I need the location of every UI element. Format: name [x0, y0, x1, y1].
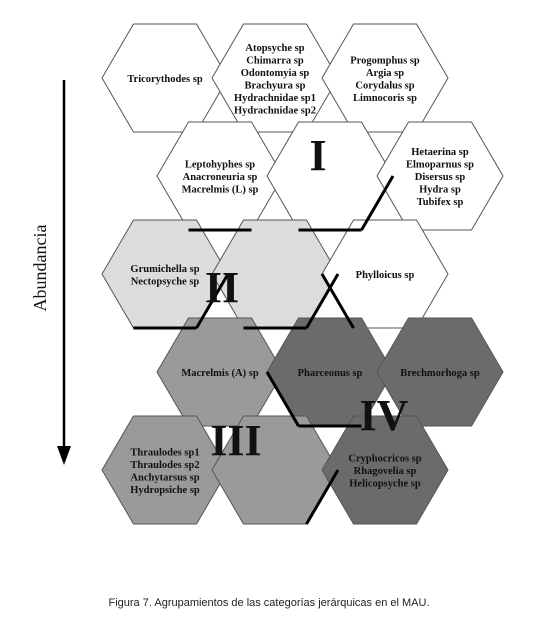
axis-arrow-head: [57, 446, 71, 465]
group-label-4: IV: [360, 391, 409, 440]
taxon-label: Nectopsyche sp: [131, 276, 200, 287]
taxon-label: Chimarra sp: [246, 55, 304, 66]
taxon-label: Hydrachnidae sp2: [234, 105, 316, 116]
taxon-label: Cryphocricos sp: [348, 454, 421, 465]
taxon-label: Macrelmis (L) sp: [182, 185, 259, 196]
taxon-label: Pharceonus sp: [298, 368, 363, 379]
abundance-axis: Abundancia: [30, 80, 71, 465]
group-boundary-edge: [265, 371, 300, 427]
taxon-label: Brechmorhoga sp: [400, 368, 480, 379]
taxon-label: Disersus sp: [415, 172, 466, 183]
hexagon-r1c1: [266, 121, 394, 231]
taxon-label: Helicopsyche sp: [349, 479, 421, 490]
group-label-3: III: [210, 416, 261, 465]
group-boundary-edge: [360, 175, 395, 231]
taxon-label: Limnocoris sp: [353, 93, 417, 104]
taxon-label: Hydrachnidae sp1: [234, 93, 316, 104]
hexagon-grid: [101, 23, 504, 525]
group-boundaries: [133, 175, 395, 525]
taxon-label: Argia sp: [366, 68, 404, 79]
taxon-label: Brachyura sp: [245, 80, 306, 91]
group-boundary-edge: [195, 273, 230, 329]
taxon-label: Macrelmis (A) sp: [181, 368, 259, 379]
taxon-label: Leptohyphes sp: [185, 160, 255, 171]
group-boundary-edge: [320, 273, 355, 329]
taxon-label: Hydra sp: [419, 185, 461, 196]
group-label-2: II: [205, 263, 239, 312]
taxon-label: Thraulodes sp2: [130, 460, 199, 471]
group-boundary-edge: [305, 469, 340, 525]
taxon-label: Tricorythodes sp: [127, 74, 203, 85]
taxon-label: Phylloicus sp: [356, 270, 415, 281]
taxon-label: Progomphus sp: [350, 55, 420, 66]
taxon-label: Anchytarsus sp: [130, 472, 199, 483]
hexagon-r4c2: [321, 415, 449, 525]
group-numerals: I II III IV: [205, 131, 409, 465]
taxon-label: Tubifex sp: [417, 197, 464, 208]
taxon-label: Hydropsiche sp: [130, 485, 200, 496]
taxon-label: Atopsyche sp: [245, 43, 304, 54]
taxon-label: Grumichella sp: [130, 264, 199, 275]
group-boundary-edge: [305, 273, 340, 329]
taxon-label: Rhagovelia sp: [354, 466, 417, 477]
taxon-label: Corydalus sp: [355, 80, 414, 91]
group-label-1: I: [309, 131, 326, 180]
axis-label: Abundancia: [30, 225, 50, 312]
taxon-label: Anacroneuria sp: [183, 172, 258, 183]
taxon-label: Thraulodes sp1: [130, 447, 199, 458]
taxon-label: Elmoparnus sp: [406, 160, 474, 171]
taxon-label: Odontomyia sp: [241, 68, 310, 79]
taxon-label: Hetaerina sp: [411, 147, 469, 158]
figure-caption: Figura 7. Agrupamientos de las categoría…: [108, 597, 430, 609]
